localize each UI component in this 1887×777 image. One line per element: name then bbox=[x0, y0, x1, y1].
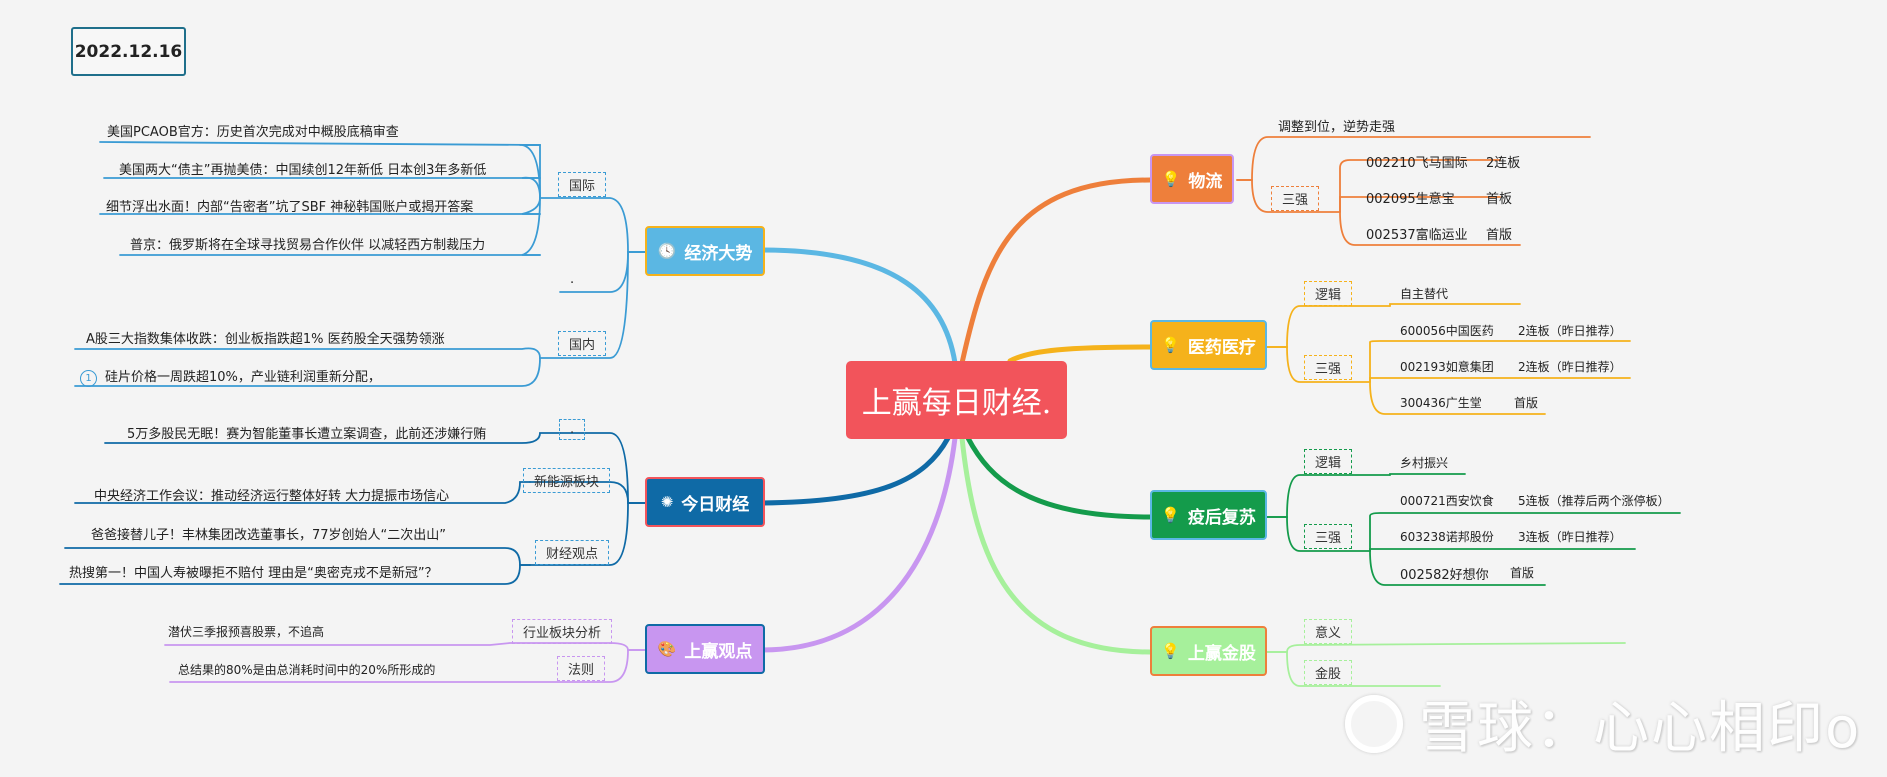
tag-rule[interactable]: 法则 bbox=[557, 656, 606, 681]
tag-gold-meaning[interactable]: 意义 bbox=[1304, 619, 1353, 644]
logistics-stock-3[interactable]: 002537富临运业 bbox=[1366, 228, 1468, 243]
tag-industry-analysis[interactable]: 行业板块分析 bbox=[512, 619, 613, 644]
recovery-stock-1-status: 5连板（推荐后两个涨停板） bbox=[1518, 494, 1670, 508]
tag-finance-view[interactable]: 财经观点 bbox=[535, 540, 610, 565]
view-industry-text[interactable]: 潜伏三季报预喜股票，不追高 bbox=[168, 625, 325, 639]
topic-view-label: 上赢观点 bbox=[684, 641, 753, 662]
topic-logistics[interactable]: 💡 物流 bbox=[1150, 154, 1234, 204]
topic-recovery[interactable]: 💡 疫后复苏 bbox=[1150, 490, 1267, 540]
economy-intl-item-4[interactable]: 普京：俄罗斯将在全球寻找贸易合作伙伴 以减轻西方制裁压力 bbox=[130, 238, 486, 253]
bulb-icon: 💡 bbox=[1161, 336, 1180, 354]
bulb-icon: 💡 bbox=[1161, 170, 1181, 188]
tag-recovery-logic[interactable]: 逻辑 bbox=[1304, 449, 1353, 474]
logistics-stock-1[interactable]: 002210飞马国际 bbox=[1366, 156, 1468, 171]
topic-medical[interactable]: 💡 医药医疗 bbox=[1150, 320, 1267, 370]
branch-medical bbox=[1007, 344, 1153, 364]
tag-domestic[interactable]: 国内 bbox=[558, 331, 607, 356]
topic-gold[interactable]: 💡 上赢金股 bbox=[1150, 626, 1267, 676]
finance-item-1[interactable]: 5万多股民无眠！赛为智能董事长遭立案调查，此前还涉嫌行贿 bbox=[127, 427, 487, 442]
date-label: 2022.12.16 bbox=[74, 41, 183, 62]
finance-item-2[interactable]: 中央经济工作会议：推动经济运行整体好转 大力提振市场信心 bbox=[94, 489, 450, 504]
medical-stock-1-status: 2连板（昨日推荐） bbox=[1518, 324, 1622, 338]
medical-stock-1[interactable]: 600056中国医药 bbox=[1400, 324, 1494, 338]
recovery-stock-3[interactable]: 002582好想你 bbox=[1400, 568, 1489, 583]
tag-medical-logic[interactable]: 逻辑 bbox=[1304, 281, 1353, 306]
topic-finance-label: 今日财经 bbox=[681, 494, 750, 515]
recovery-logic-text[interactable]: 乡村振兴 bbox=[1400, 456, 1449, 470]
medical-logic-text[interactable]: 自主替代 bbox=[1400, 287, 1449, 301]
recovery-stock-2[interactable]: 603238诺邦股份 bbox=[1400, 530, 1494, 544]
palette-icon: 🎨 bbox=[657, 640, 677, 658]
bulb-icon: 💡 bbox=[1161, 506, 1180, 524]
medical-stock-3-status: 首版 bbox=[1514, 396, 1539, 410]
economy-domestic-item-1[interactable]: A股三大指数集体收跌：创业板指跌超1% 医药股全天强势领涨 bbox=[86, 332, 445, 347]
recovery-stock-3-status: 首版 bbox=[1510, 566, 1535, 580]
central-topic[interactable]: 上赢每日财经. bbox=[846, 361, 1067, 439]
topic-logistics-label: 物流 bbox=[1188, 171, 1223, 192]
logistics-stock-1-status: 2连板 bbox=[1486, 156, 1521, 171]
tag-recovery-top3[interactable]: 三强 bbox=[1304, 524, 1353, 549]
logistics-stock-3-status: 首版 bbox=[1486, 228, 1513, 243]
topic-medical-label: 医药医疗 bbox=[1187, 337, 1256, 358]
medical-stock-2-status: 2连板（昨日推荐） bbox=[1518, 360, 1622, 374]
finance-item-4[interactable]: 热搜第一！中国人寿被曝拒不赔付 理由是“奥密克戎不是新冠”？ bbox=[69, 566, 438, 581]
economy-intl-item-3[interactable]: 细节浮出水面！内部“告密者”坑了SBF 神秘韩国账户或揭开答案 bbox=[106, 200, 474, 215]
recovery-stock-2-status: 3连板（昨日推荐） bbox=[1518, 530, 1622, 544]
branch-economy bbox=[759, 247, 958, 366]
bulb-icon: 💡 bbox=[1161, 642, 1180, 660]
branch-recovery bbox=[965, 435, 1153, 520]
economy-dot: . bbox=[570, 272, 575, 287]
topic-view[interactable]: 🎨 上赢观点 bbox=[645, 624, 765, 674]
topic-economy-label: 经济大势 bbox=[684, 243, 753, 264]
network-icon: ✺ bbox=[660, 493, 674, 511]
economy-intl-item-1[interactable]: 美国PCAOB官方：历史首次完成对中概股底稿审查 bbox=[107, 125, 399, 140]
tag-gold-stock[interactable]: 金股 bbox=[1304, 660, 1353, 685]
finance-item-3[interactable]: 爸爸接替儿子！丰林集团改选董事长，77岁创始人“二次出山” bbox=[91, 528, 447, 543]
logistics-note[interactable]: 调整到位，逆势走强 bbox=[1278, 120, 1396, 135]
economy-intl-item-2[interactable]: 美国两大“债主”再抛美债：中国续创12年新低 日本创3年多新低 bbox=[119, 163, 487, 178]
clock-icon: 🕓 bbox=[657, 242, 677, 260]
tag-new-energy[interactable]: 新能源板块 bbox=[523, 468, 611, 493]
tag-logistics-top3[interactable]: 三强 bbox=[1271, 186, 1320, 211]
branch-gold bbox=[959, 435, 1153, 655]
watermark: 雪球：心心相印o bbox=[1345, 683, 1861, 764]
logistics-stock-2-status: 首板 bbox=[1486, 192, 1513, 207]
view-rule-text[interactable]: 总结果的80%是由总消耗时间中的20%所形成的 bbox=[178, 663, 436, 677]
branch-logistics bbox=[959, 177, 1153, 366]
topic-finance[interactable]: ✺ 今日财经 bbox=[645, 477, 765, 527]
medical-stock-3[interactable]: 300436广生堂 bbox=[1400, 396, 1482, 410]
topic-gold-label: 上赢金股 bbox=[1187, 643, 1256, 664]
date-box: 2022.12.16 bbox=[71, 27, 186, 76]
tag-international[interactable]: 国际 bbox=[558, 172, 607, 197]
recovery-stock-1[interactable]: 000721西安饮食 bbox=[1400, 494, 1494, 508]
central-topic-label: 上赢每日财经. bbox=[861, 386, 1052, 421]
number-1-icon: 1 bbox=[80, 370, 97, 387]
medical-stock-2[interactable]: 002193如意集团 bbox=[1400, 360, 1494, 374]
topic-economy[interactable]: 🕓 经济大势 bbox=[645, 226, 765, 276]
topic-recovery-label: 疫后复苏 bbox=[1187, 507, 1256, 528]
tag-medical-top3[interactable]: 三强 bbox=[1304, 355, 1353, 380]
snowball-logo-icon bbox=[1345, 694, 1403, 753]
tag-dot[interactable]: . bbox=[559, 419, 586, 440]
logistics-stock-2[interactable]: 002095生意宝 bbox=[1366, 192, 1455, 207]
branch-finance bbox=[759, 435, 951, 506]
branch-view bbox=[759, 435, 958, 653]
